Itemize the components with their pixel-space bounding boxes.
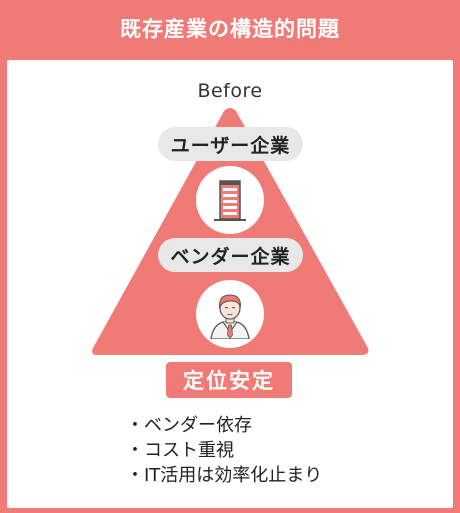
vendor-company-label: ベンダー企業: [158, 238, 303, 272]
list-item: ベンダー依存: [126, 413, 322, 438]
list-item: IT活用は効率化止まり: [126, 463, 322, 488]
businessman-icon: [210, 294, 250, 339]
list-item: コスト重視: [126, 438, 322, 463]
issue-list: ベンダー依存 コスト重視 IT活用は効率化止まり: [126, 413, 322, 488]
building-icon-circle: [196, 166, 264, 234]
before-label: Before: [197, 80, 263, 102]
person-icon-circle: [196, 280, 264, 348]
user-company-label: ユーザー企業: [158, 127, 303, 161]
building-icon: [214, 180, 246, 221]
stability-badge: 定位安定: [166, 362, 292, 398]
page-title: 既存産業の構造的問題: [120, 17, 340, 41]
